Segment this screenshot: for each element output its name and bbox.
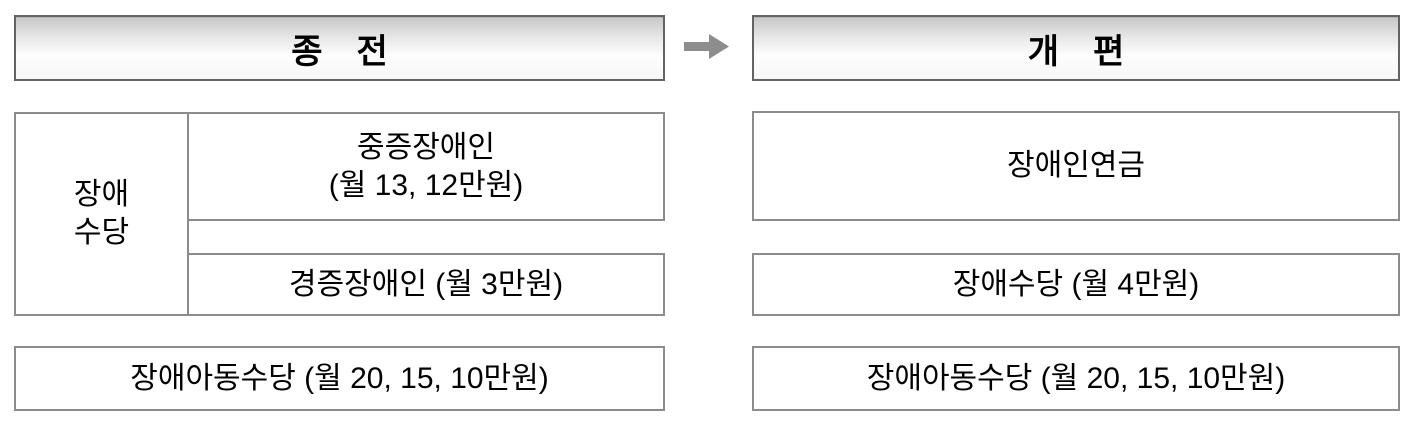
before-allowance-group-label-cell: 장애 수당 [14,112,189,316]
before-child-allowance-label: 장애아동수당 (월 20, 15, 10만원) [130,361,549,395]
after-header-label: 개 편 [1027,32,1125,71]
before-severe-disability-cell: 중증장애인 (월 13, 12만원) [187,112,665,221]
after-child-allowance-cell: 장애아동수당 (월 20, 15, 10만원) [752,346,1400,411]
allowance-label-line2: 수당 [73,216,130,249]
after-allowance-cell: 장애수당 (월 4만원) [752,253,1400,316]
mild-disability-label: 경증장애인 (월 3만원) [288,267,564,301]
after-allowance-label: 장애수당 (월 4만원) [952,267,1200,301]
allowance-label-line1: 장애 [73,178,130,211]
after-pension-label: 장애인연금 [1007,149,1145,182]
severe-disability-line2: (월 13, 12만원) [328,168,524,202]
before-child-allowance-cell: 장애아동수당 (월 20, 15, 10만원) [14,346,665,411]
severe-disability-line1: 중증장애인 [357,130,495,164]
after-child-allowance-label: 장애아동수당 (월 20, 15, 10만원) [866,361,1286,395]
after-header: 개 편 [752,15,1400,81]
before-header-label: 종 전 [291,32,388,71]
after-pension-cell: 장애인연금 [752,111,1400,221]
transition-arrow-icon [684,33,730,60]
before-mild-disability-cell: 경증장애인 (월 3만원) [187,253,665,316]
before-header: 종 전 [14,15,665,81]
